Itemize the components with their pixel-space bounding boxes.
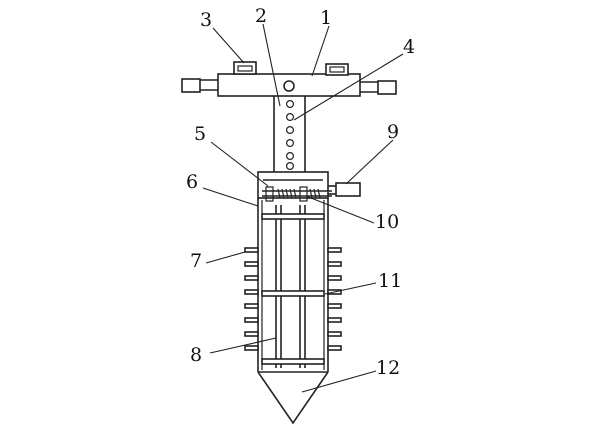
inner-column: [275, 205, 306, 368]
top-crossbar: [217, 73, 361, 97]
label-8: 8: [190, 344, 202, 366]
label-9: 9: [387, 121, 399, 143]
head-block: [257, 171, 329, 202]
adjustment-holes: [286, 99, 295, 171]
label-5: 5: [194, 123, 206, 145]
internal-plates: [261, 213, 325, 365]
right-handle: [360, 80, 397, 95]
label-4: 4: [403, 36, 415, 58]
right-clamp: [325, 63, 349, 76]
left-clamp: [233, 61, 257, 75]
side-fins-left: [244, 247, 259, 351]
label-6: 6: [186, 171, 198, 193]
label-1: 1: [320, 7, 332, 29]
label-10: 10: [375, 211, 399, 233]
left-handle: [181, 78, 218, 93]
conical-tip: [257, 371, 329, 425]
side-fins-right: [327, 247, 342, 351]
label-12: 12: [376, 357, 400, 379]
crossbar-pin-hole: [283, 80, 295, 92]
label-2: 2: [255, 5, 267, 27]
side-knob: [328, 182, 361, 197]
leader-lines: [202, 23, 404, 393]
vertical-shaft: [273, 96, 306, 172]
threaded-rod: [262, 188, 332, 199]
label-11: 11: [378, 270, 402, 292]
outer-housing: [257, 198, 329, 372]
label-7: 7: [190, 250, 202, 272]
label-3: 3: [200, 9, 212, 31]
reference-numerals: 3 2 1 4 5 9 6 10 7 11 8 12: [186, 5, 415, 379]
